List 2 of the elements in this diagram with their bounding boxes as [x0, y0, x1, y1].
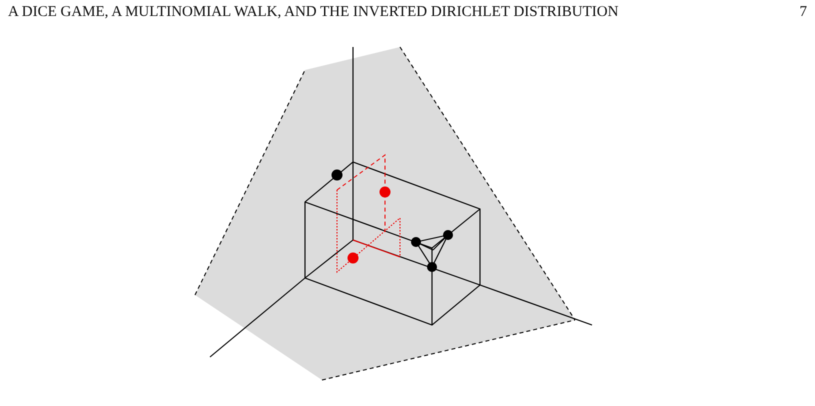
running-header: A DICE GAME, A MULTINOMIAL WALK, AND THE INVERTED DIRICHLET DISTRIBUTION [8, 4, 618, 21]
page-number: 7 [800, 4, 807, 21]
